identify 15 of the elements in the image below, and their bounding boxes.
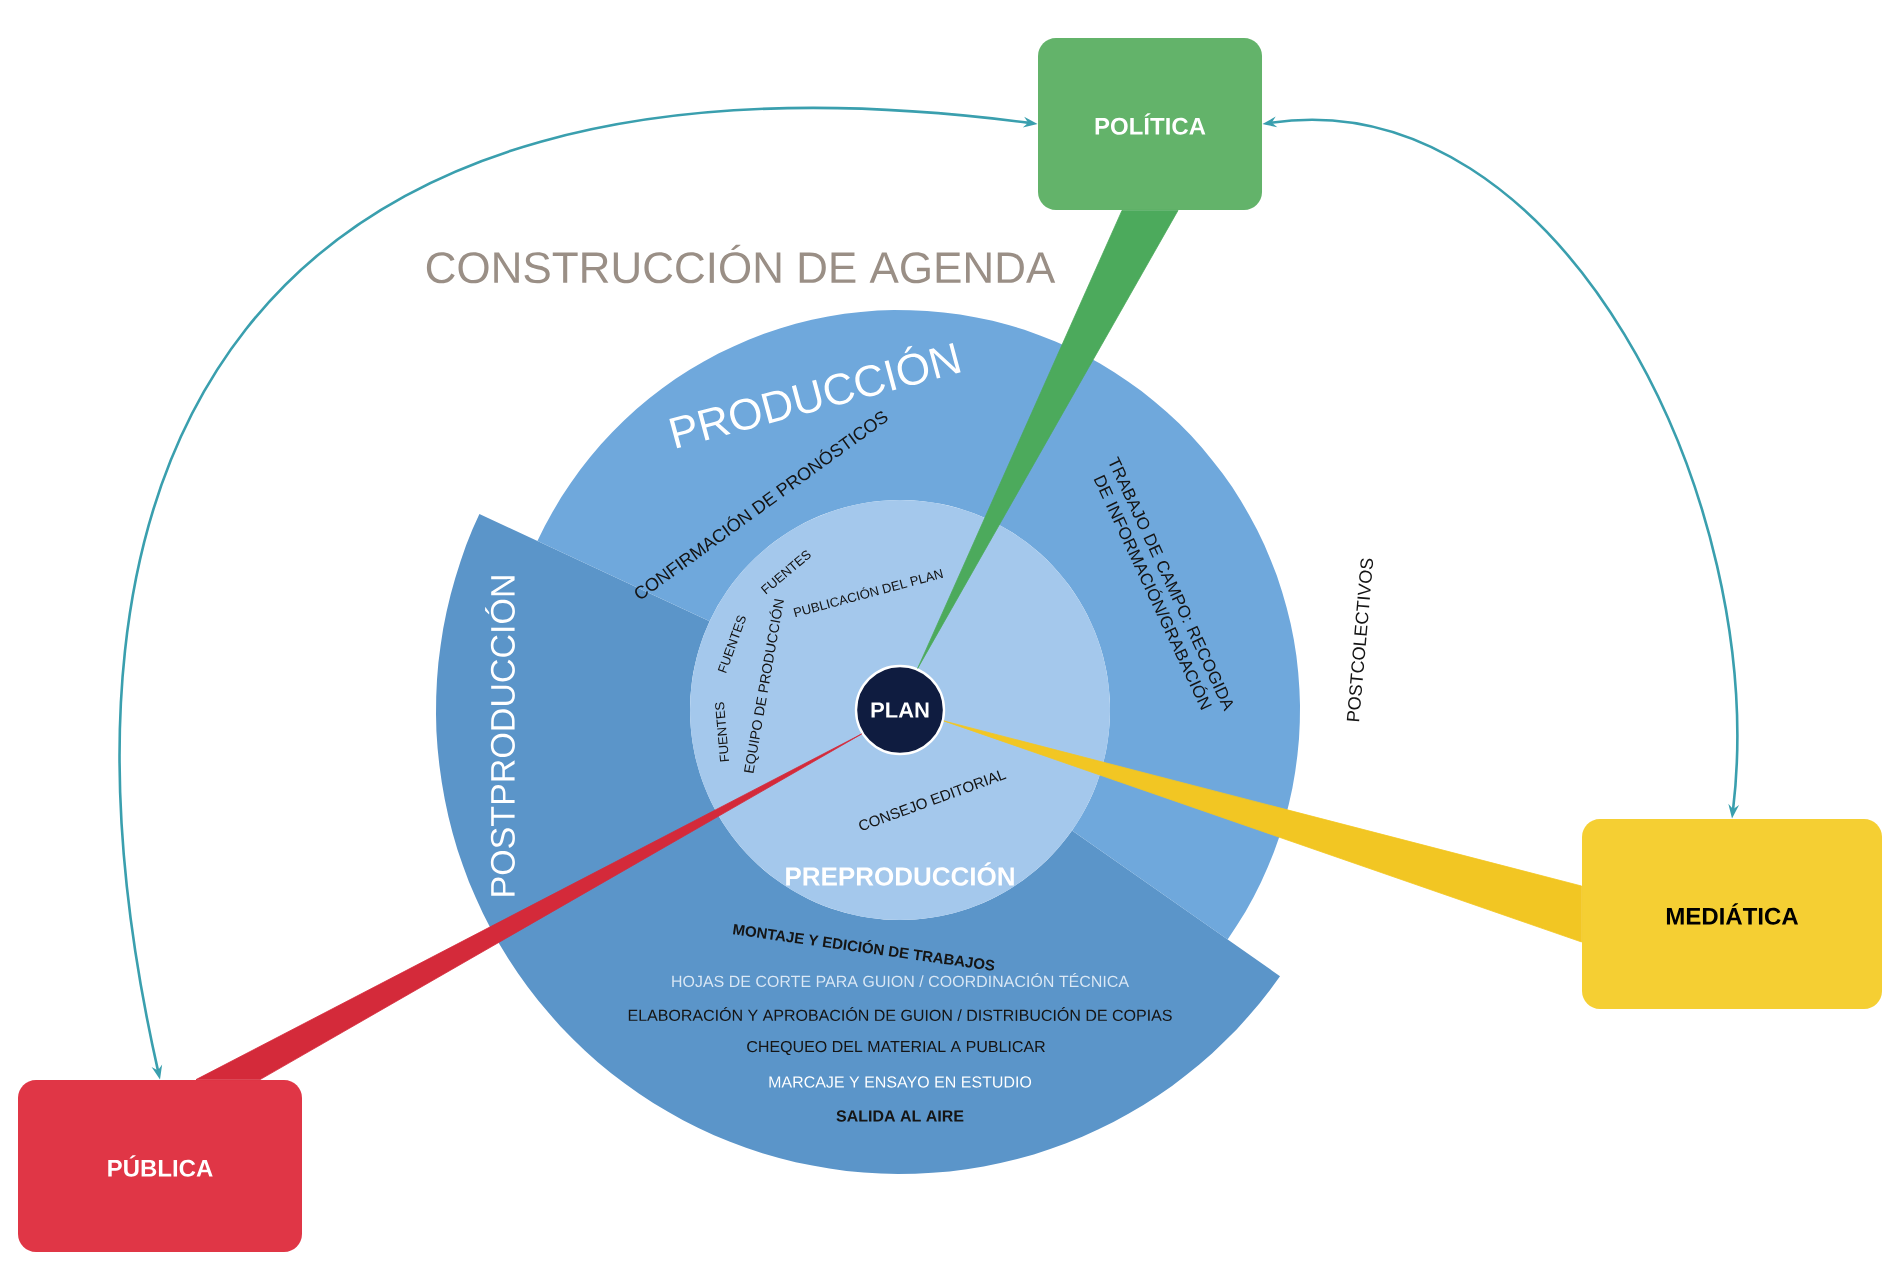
pointer-wedge xyxy=(943,720,1582,943)
title-arc-text: CONSTRUCCIÓN DE AGENDA xyxy=(426,244,1056,284)
band-text: SALIDA AL AIRE xyxy=(836,1110,964,1122)
label-box: PÚBLICA xyxy=(18,1080,302,1252)
vertical-text: POSTCOLECTIVOS xyxy=(1346,558,1374,722)
label-box: MEDIÁTICA xyxy=(1582,819,1882,1009)
band-text: ELABORACIÓN Y APROBACIÓN DE GUION / DISTRIBUCIÓN DE COPIAS xyxy=(628,1007,1172,1022)
band-title: POSTPRODUCCIÓN xyxy=(485,576,515,896)
pointer-wedge xyxy=(917,210,1179,669)
pointer-wedge xyxy=(195,733,863,1080)
label-box: POLÍTICA xyxy=(1038,38,1262,210)
band-text: HOJAS DE CORTE PARA GUION / COORDINACIÓN TÉCNICA xyxy=(672,973,1129,988)
band-text: MARCAJE Y ENSAYO EN ESTUDIO xyxy=(769,1076,1032,1088)
band-title: PREPRODUCCIÓN xyxy=(786,862,1014,886)
band-text: CHEQUEO DEL MATERIAL A PUBLICAR xyxy=(747,1040,1045,1056)
